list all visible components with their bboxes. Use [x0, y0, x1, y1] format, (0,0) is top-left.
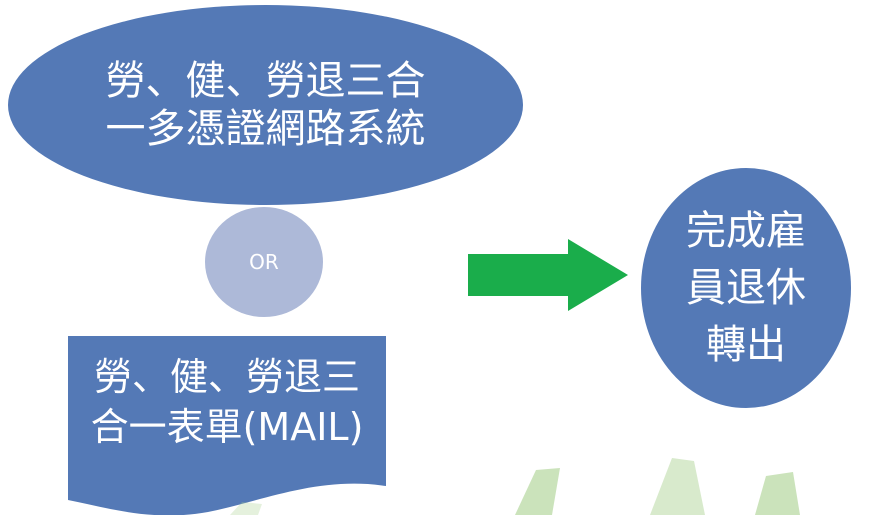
result-circle: 完成雇 員退休 轉出: [641, 168, 851, 408]
online-system-line-1: 勞、健、勞退三合: [105, 58, 426, 104]
online-system-ellipse: 勞、健、勞退三合 一多憑證網路系統: [8, 5, 523, 205]
result-line-3: 轉出: [706, 321, 786, 368]
or-label: OR: [249, 250, 279, 274]
or-circle: OR: [205, 207, 323, 317]
mail-form-line-2: 合一表單(MAIL): [90, 405, 364, 449]
mail-form-text: 勞、健、勞退三 合一表單(MAIL): [72, 352, 382, 452]
mail-form-document-shape: [68, 336, 386, 515]
right-arrow-icon: [468, 239, 628, 311]
result-line-2: 員退休: [686, 264, 806, 311]
result-line-1: 完成雇: [686, 207, 806, 254]
online-system-line-2: 一多憑證網路系統: [105, 106, 426, 152]
decorative-green-shapes: [230, 458, 800, 515]
mail-form-line-1: 勞、健、勞退三: [93, 355, 360, 399]
